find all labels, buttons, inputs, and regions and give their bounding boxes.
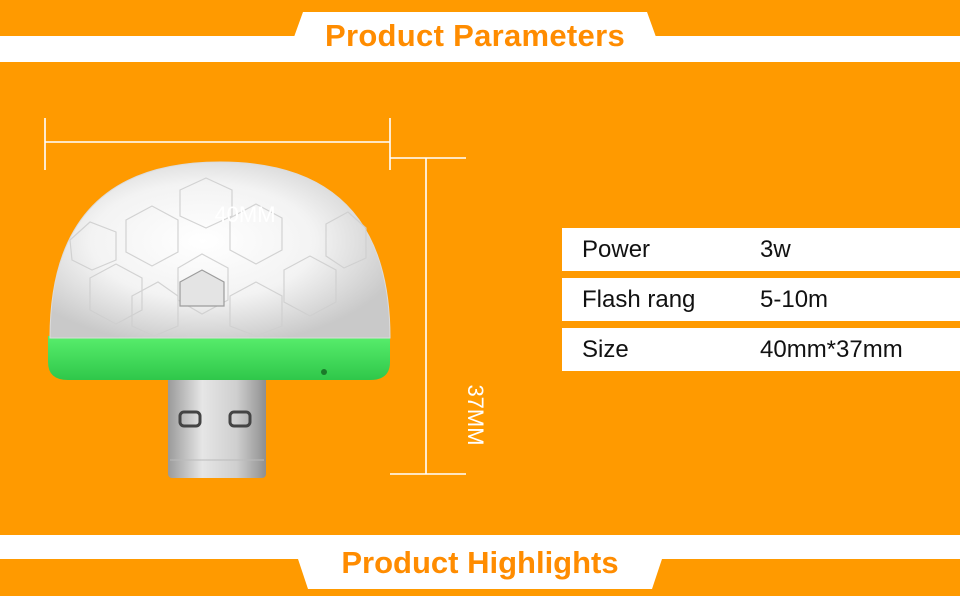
crystal-dome	[49, 161, 391, 339]
header-banner: Product Parameters	[0, 0, 960, 62]
footer-banner: Product Highlights	[0, 535, 960, 596]
dome-facets	[69, 177, 367, 337]
parameter-row-power: Power 3w	[562, 228, 960, 271]
parameter-value: 40mm*37mm	[760, 335, 903, 363]
section-title-highlights: Product Highlights	[341, 545, 619, 580]
green-base	[48, 336, 390, 380]
height-dimension-label: 37MM	[463, 384, 488, 446]
header-tab	[285, 12, 665, 62]
section-title-parameters: Product Parameters	[324, 18, 626, 53]
usb-plug	[168, 370, 266, 478]
parameter-value: 3w	[760, 235, 791, 263]
height-dimension-line	[390, 157, 466, 475]
product-illustration: 40MM 37MM	[30, 100, 490, 490]
parameter-row-flash-range: Flash rang 5-10m	[562, 278, 960, 321]
parameters-table: Power 3w Flash rang 5-10m Size 40mm*37mm	[562, 228, 960, 378]
parameter-label: Power	[582, 235, 651, 263]
usb-disco-ball-light-icon	[44, 118, 466, 478]
width-dimension-label: 40MM	[214, 202, 276, 227]
parameter-label: Flash rang	[582, 285, 696, 313]
parameter-row-size: Size 40mm*37mm	[562, 328, 960, 371]
parameter-value: 5-10m	[760, 285, 829, 313]
width-dimension-line	[44, 118, 391, 170]
footer-tab	[290, 535, 670, 589]
parameter-label: Size	[582, 335, 629, 363]
